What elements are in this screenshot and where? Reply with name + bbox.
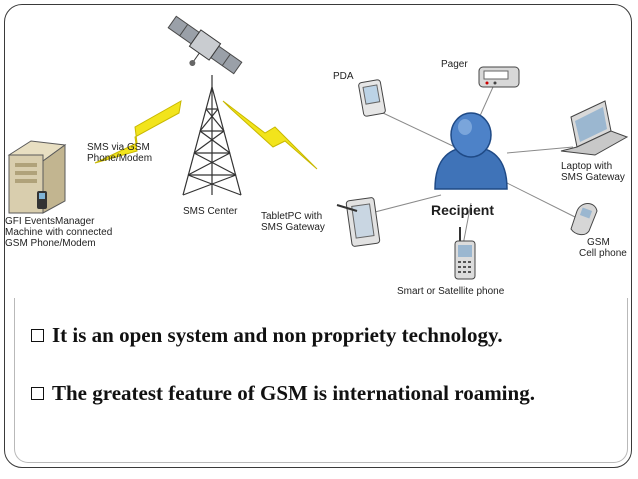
cell-phone-icon [570, 203, 598, 236]
gsm-sms-diagram [7, 15, 629, 280]
bullet-item-1: It is an open system and non propriety t… [31, 320, 616, 350]
label-pda: PDA [333, 71, 354, 82]
pager-icon [478, 66, 520, 88]
label-gfi-machine: GFI EventsManager Machine with connected… [5, 216, 113, 249]
lightning-left-icon [94, 100, 182, 164]
label-recipient: Recipient [431, 202, 495, 218]
link-pda [382, 112, 456, 148]
label-gsm-cell-phone: GSM Cell phone [579, 237, 627, 259]
label-laptop: Laptop with SMS Gateway [561, 161, 625, 183]
laptop-icon [560, 100, 629, 156]
bullet-item-2: The greatest feature of GSM is internati… [31, 378, 616, 408]
link-laptop [506, 146, 574, 154]
checkbox-bullet-icon [31, 329, 44, 342]
lightning-right-icon [222, 100, 318, 170]
label-sms-via-gsm: SMS via GSM Phone/Modem [87, 142, 153, 164]
slide-frame: SMS via GSM Phone/Modem SMS Center GFI E… [4, 4, 632, 468]
label-sms-center: SMS Center [183, 206, 238, 217]
smart-phone-icon [454, 227, 476, 280]
satellite-icon [167, 15, 243, 75]
label-pager: Pager [441, 59, 468, 70]
tabletpc-icon [336, 197, 381, 247]
bullet-text-box: It is an open system and non propriety t… [14, 298, 628, 463]
link-tabletpc [370, 194, 442, 214]
link-smart-phone [462, 202, 472, 246]
checkbox-bullet-icon [31, 387, 44, 400]
sms-tower-icon [182, 75, 242, 196]
link-gsm-phone [506, 182, 576, 218]
recipient-icon [434, 112, 508, 190]
label-smart-satellite-phone: Smart or Satellite phone [397, 286, 505, 297]
computer-tower-icon [7, 140, 67, 214]
pda-icon [358, 79, 386, 117]
label-tabletpc: TabletPC with SMS Gateway [261, 211, 325, 233]
